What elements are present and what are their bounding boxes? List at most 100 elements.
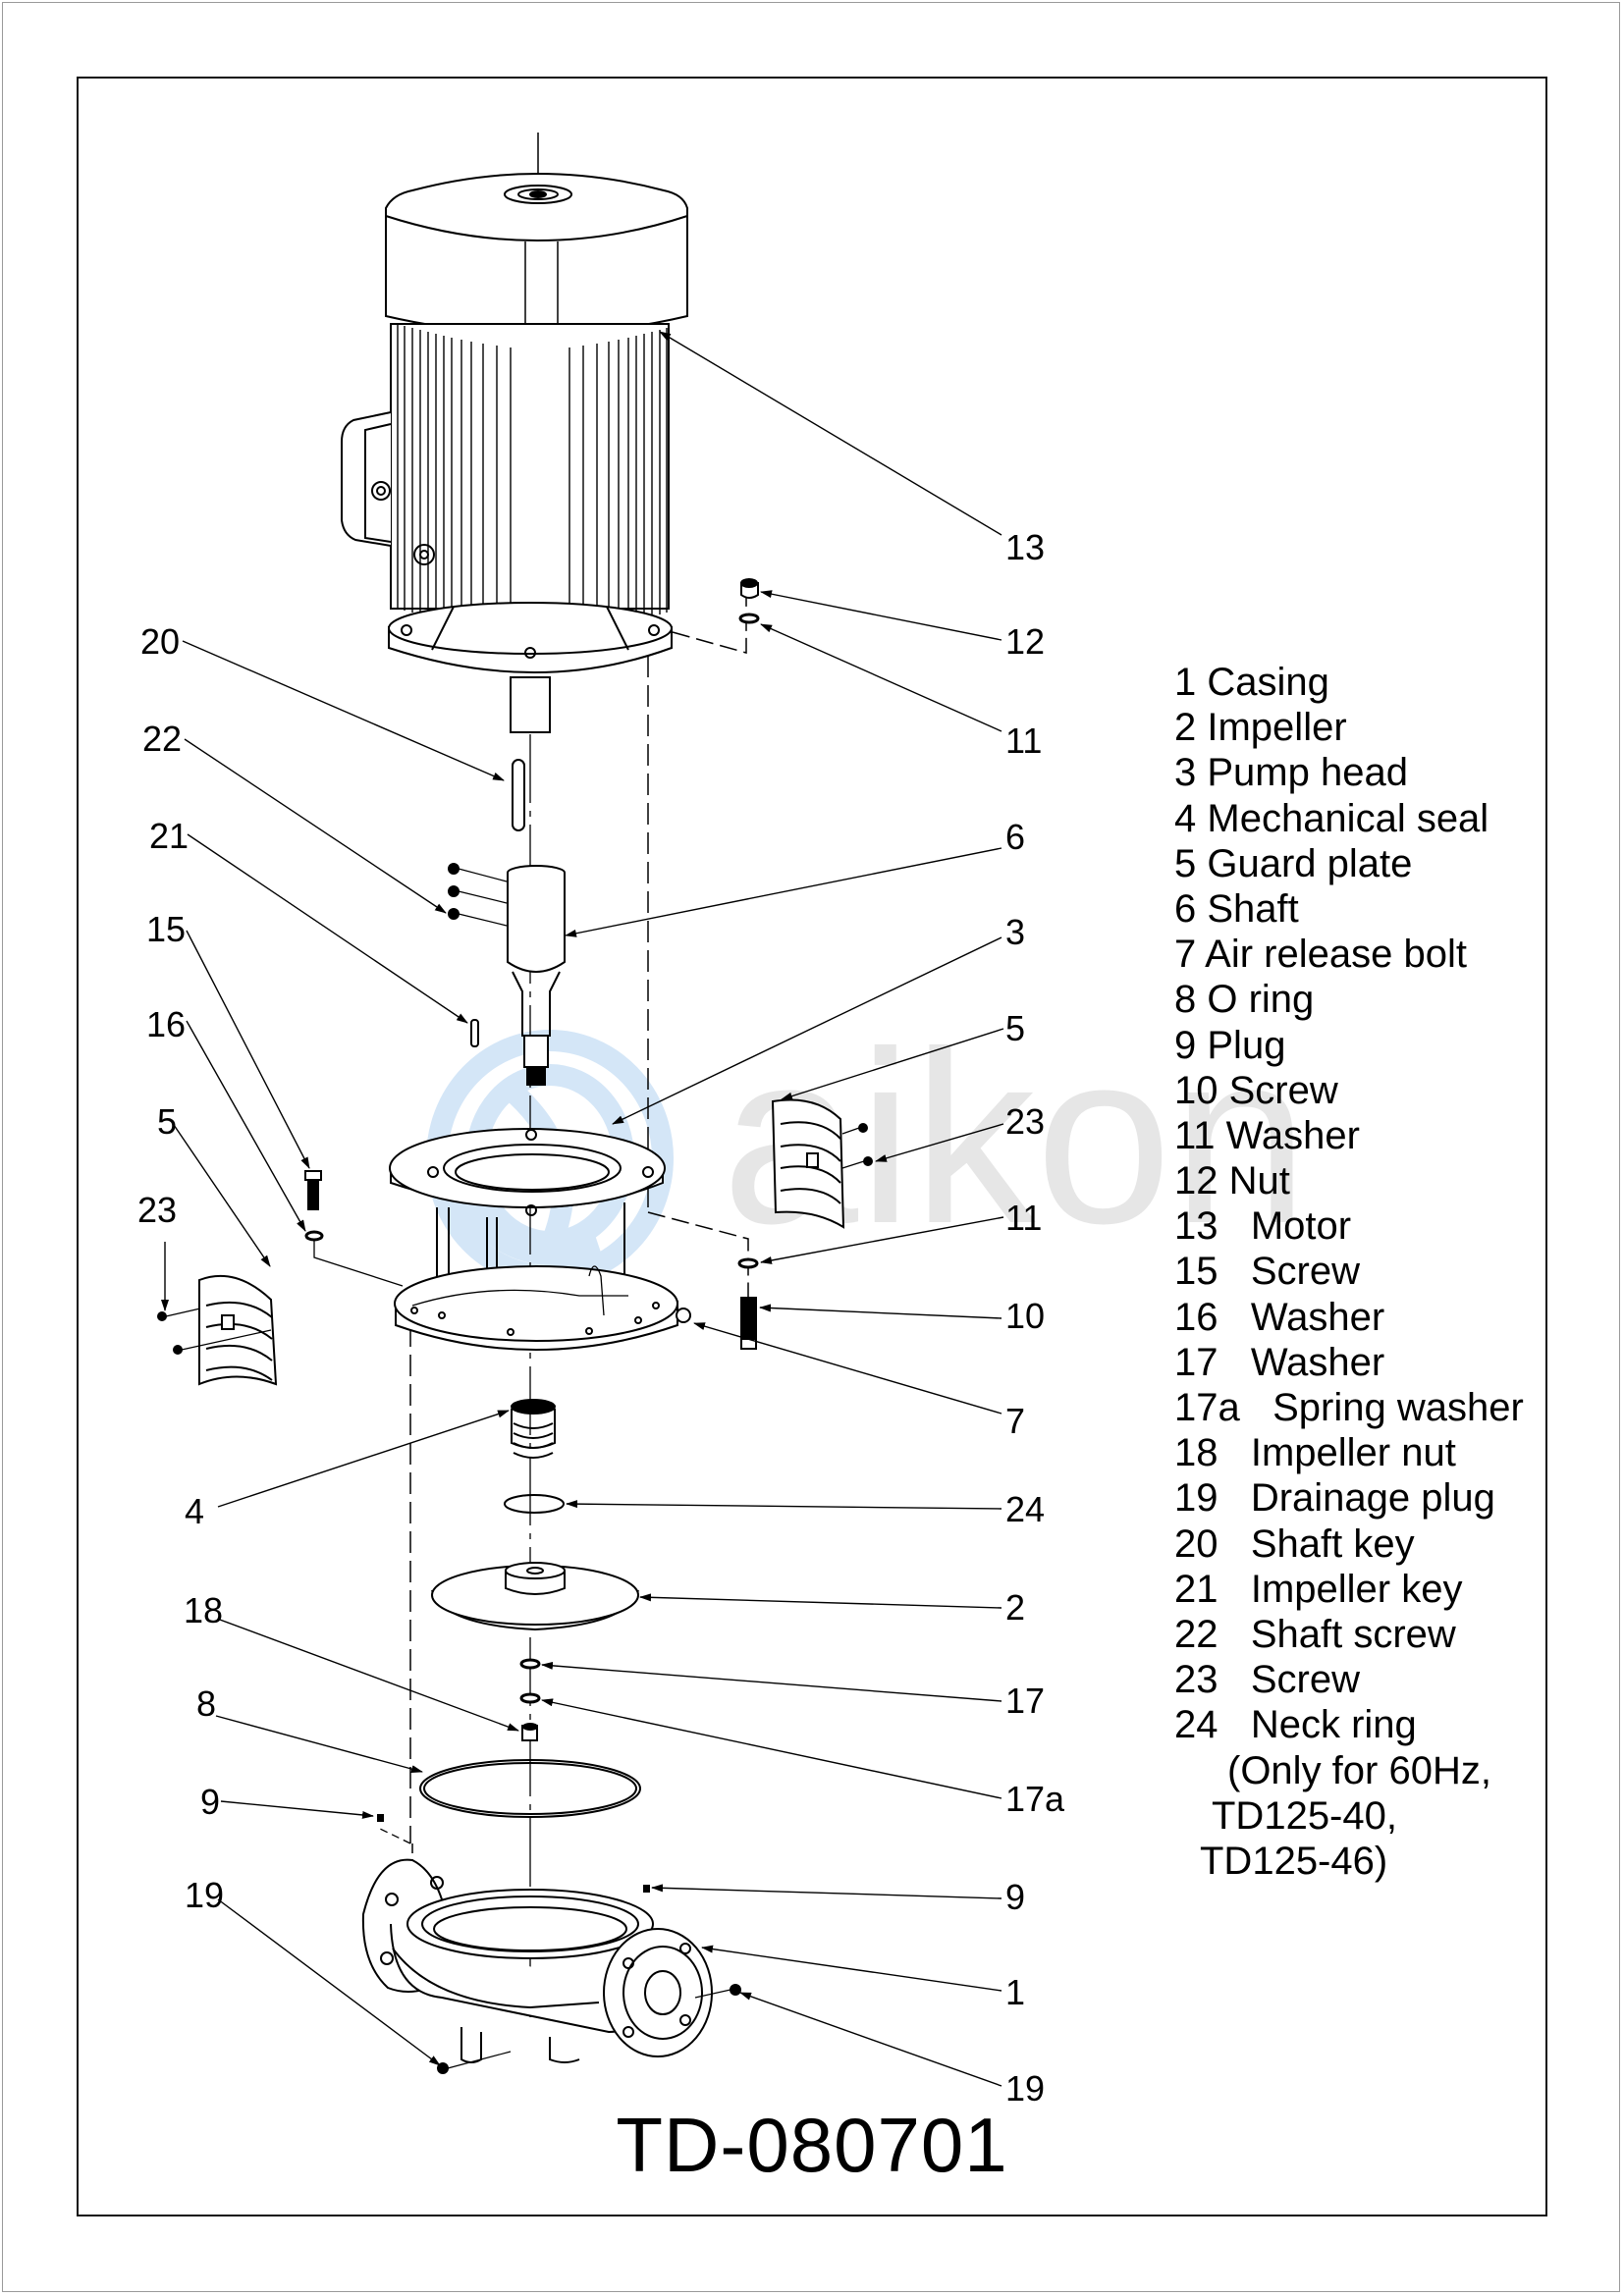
legend-item: 20 Shaft key xyxy=(1174,1522,1524,1567)
callout-17: 17 xyxy=(1005,1681,1045,1721)
legend-note-line: TD125-40, xyxy=(1212,1793,1397,1838)
legend-item-number: 1 xyxy=(1174,661,1197,704)
callout-16: 16 xyxy=(146,1004,186,1044)
leader-lines xyxy=(161,331,1004,2087)
callout-12: 12 xyxy=(1005,621,1045,662)
legend-item: 7 Air release bolt xyxy=(1174,932,1524,977)
callout-23-left: 23 xyxy=(137,1190,177,1230)
legend-item: 18 Impeller nut xyxy=(1174,1430,1524,1475)
legend-item-label: Motor xyxy=(1250,1204,1352,1249)
legend-item-spacer xyxy=(1218,1296,1251,1339)
legend-item-label: Air release bolt xyxy=(1205,933,1467,977)
legend-item-number: 10 xyxy=(1174,1068,1218,1112)
legend-item-label: Shaft key xyxy=(1250,1522,1415,1566)
legend-item-label: Mechanical seal xyxy=(1207,796,1489,840)
callout-11-lower: 11 xyxy=(1005,1198,1042,1238)
legend-item-spacer xyxy=(1218,1250,1251,1293)
legend-item-label: Guard plate xyxy=(1207,841,1413,885)
legend-item-spacer xyxy=(1196,751,1207,794)
legend-item-spacer xyxy=(1196,797,1207,840)
legend-item-spacer xyxy=(1218,1431,1251,1474)
guard-plate-left-part xyxy=(198,1274,278,1386)
callout-8: 8 xyxy=(196,1683,216,1724)
legend-item-label: Nut xyxy=(1228,1159,1290,1203)
legend-item-number: 20 xyxy=(1174,1522,1218,1566)
legend-note-line: TD125-46) xyxy=(1200,1839,1388,1883)
legend-item-label: Screw xyxy=(1228,1068,1338,1112)
legend-item-spacer xyxy=(1218,1341,1251,1384)
legend-item: 15 Screw xyxy=(1174,1249,1524,1294)
callout-9-left: 9 xyxy=(200,1782,220,1822)
legend-item-spacer xyxy=(1196,661,1207,704)
legend-item-spacer xyxy=(1196,842,1207,885)
legend-item-number: 2 xyxy=(1174,706,1197,750)
drawing-number: TD-080701 xyxy=(616,2102,1008,2188)
legend-item-label: Impeller nut xyxy=(1250,1431,1456,1475)
legend-item-label: Screw xyxy=(1250,1250,1360,1294)
callout-19-left: 19 xyxy=(185,1875,224,1915)
legend-item-number: 6 xyxy=(1174,886,1197,931)
legend-item-spacer xyxy=(1216,1114,1226,1157)
legend-item-spacer xyxy=(1196,706,1207,749)
impeller-part xyxy=(431,1562,639,1631)
legend-item-number: 23 xyxy=(1174,1658,1218,1702)
legend-item-number: 9 xyxy=(1174,1023,1197,1067)
legend-item-spacer xyxy=(1240,1386,1272,1429)
legend-item-spacer xyxy=(1218,1159,1229,1202)
motor-part xyxy=(341,133,688,733)
legend-item: 16 Washer xyxy=(1174,1295,1524,1340)
callout-19-right: 19 xyxy=(1005,2068,1045,2109)
legend-item: 10 Screw xyxy=(1174,1068,1524,1113)
legend-item-spacer xyxy=(1218,1613,1251,1656)
legend-item-label: Screw xyxy=(1250,1658,1360,1702)
legend-item-label: Impeller key xyxy=(1250,1567,1463,1611)
callout-5-right: 5 xyxy=(1005,1008,1025,1048)
legend-item-label: Neck ring xyxy=(1250,1703,1417,1747)
legend-item: 17 Washer xyxy=(1174,1340,1524,1385)
callout-17a: 17a xyxy=(1005,1779,1065,1819)
legend-item-label: Washer xyxy=(1250,1340,1385,1384)
legend-item-label: Pump head xyxy=(1207,751,1408,795)
legend-item-number: 15 xyxy=(1174,1250,1218,1294)
legend-item: 9 Plug xyxy=(1174,1023,1524,1068)
casing-part xyxy=(361,1858,713,2063)
legend-item-spacer xyxy=(1218,1069,1229,1112)
legend-item-spacer xyxy=(1218,1476,1251,1520)
callout-4: 4 xyxy=(185,1491,204,1531)
legend-item-number: 11 xyxy=(1174,1113,1216,1157)
legend-item-spacer xyxy=(1196,887,1207,931)
drawing-frame xyxy=(77,77,1547,2216)
legend-item-number: 4 xyxy=(1174,796,1197,840)
legend-item-spacer xyxy=(1196,933,1205,976)
legend-item: 3 Pump head xyxy=(1174,750,1524,795)
nut-part xyxy=(740,578,759,599)
legend-item-spacer xyxy=(1218,1658,1251,1701)
legend-item: 2 Impeller xyxy=(1174,705,1524,750)
legend-item-spacer xyxy=(1196,1024,1207,1067)
legend-item-number: 19 xyxy=(1174,1476,1218,1521)
legend-item-spacer xyxy=(1218,1522,1251,1566)
legend-item-number: 13 xyxy=(1174,1204,1218,1249)
shaft-part xyxy=(507,865,566,1086)
legend-item-number: 21 xyxy=(1174,1567,1218,1611)
legend-note-line: (Only for 60Hz, xyxy=(1227,1748,1491,1792)
legend-item: 19 Drainage plug xyxy=(1174,1475,1524,1521)
callout-21: 21 xyxy=(149,816,189,856)
legend-item-label: O ring xyxy=(1207,978,1315,1022)
legend-item-spacer xyxy=(1218,1568,1251,1611)
callout-24: 24 xyxy=(1005,1489,1045,1529)
callout-10: 10 xyxy=(1005,1296,1045,1336)
legend-item: 1 Casing xyxy=(1174,660,1524,705)
callout-22: 22 xyxy=(142,719,182,759)
legend-item: 8 O ring xyxy=(1174,977,1524,1022)
callout-7: 7 xyxy=(1005,1401,1025,1441)
legend-item-label: Casing xyxy=(1207,661,1329,704)
legend-item-number: 17a xyxy=(1174,1386,1240,1429)
legend-item-label: Impeller xyxy=(1207,706,1347,750)
legend-item-spacer xyxy=(1218,1204,1251,1248)
legend-item-number: 17 xyxy=(1174,1340,1218,1384)
legend-item: 12 Nut xyxy=(1174,1158,1524,1203)
callout-18: 18 xyxy=(184,1590,223,1630)
callout-13: 13 xyxy=(1005,527,1045,567)
